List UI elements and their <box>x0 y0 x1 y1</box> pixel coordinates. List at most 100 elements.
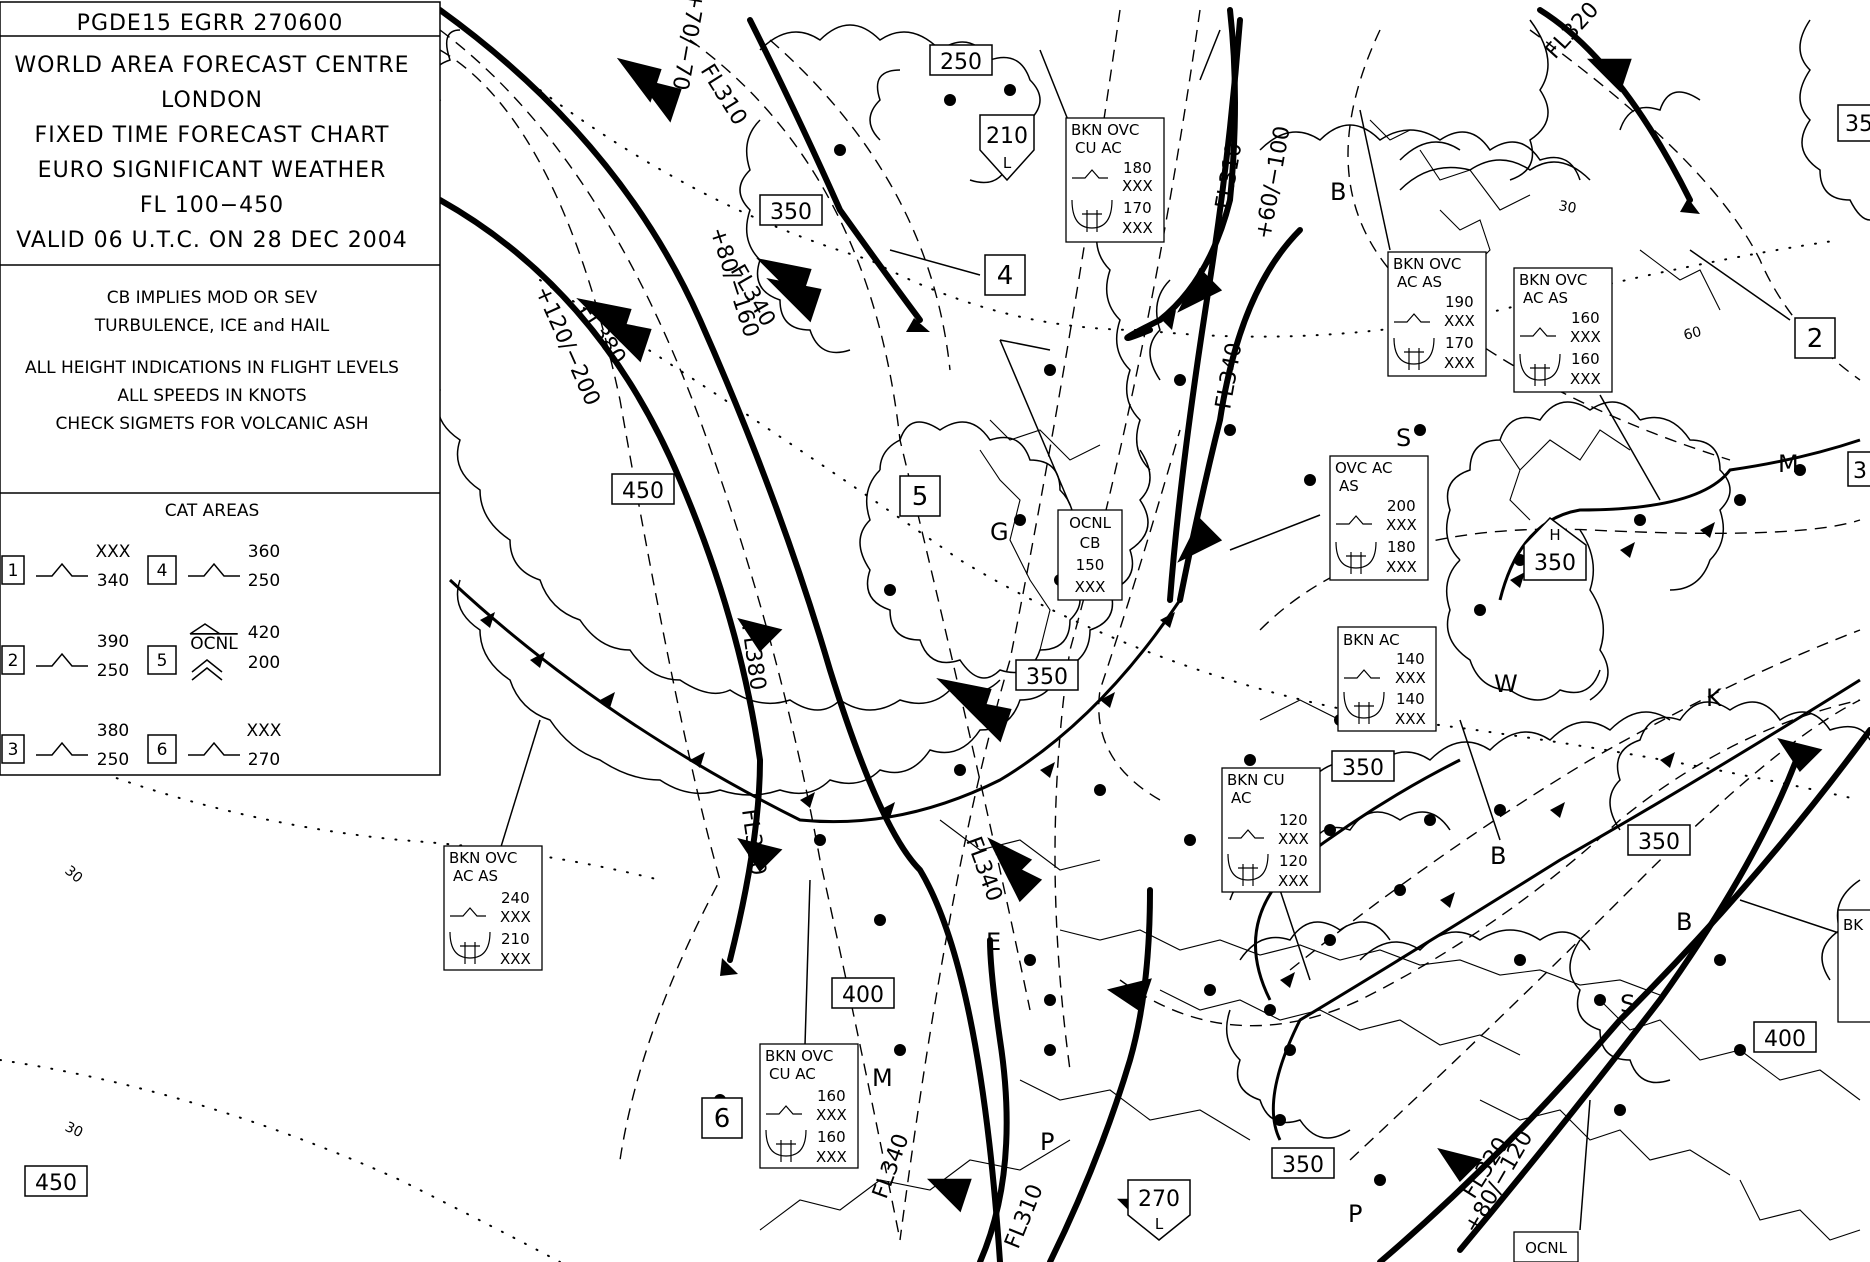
tropopause-box: 250 <box>929 44 993 76</box>
cat-marker: 2 <box>1794 317 1836 359</box>
note-line: ALL SPEEDS IN KNOTS <box>117 386 306 406</box>
svg-text:P: P <box>1348 1200 1362 1228</box>
svg-text:350: 350 <box>770 200 812 225</box>
svg-text:XXX: XXX <box>1122 177 1153 195</box>
cat-entry: 6 XXX 270 <box>147 721 282 770</box>
svg-text:XXX: XXX <box>1386 558 1417 576</box>
cat-entry: 5 OCNL 420 200 <box>147 623 280 681</box>
svg-text:XXX: XXX <box>1570 328 1601 346</box>
svg-text:AC AS: AC AS <box>1397 273 1442 291</box>
turbulence-symbol <box>36 652 88 667</box>
cb-symbol <box>1335 541 1377 574</box>
svg-text:270: 270 <box>248 750 280 770</box>
svg-text:180: 180 <box>1123 159 1152 177</box>
svg-text:390: 390 <box>97 632 129 652</box>
svg-text:BKN OVC: BKN OVC <box>1071 121 1139 139</box>
svg-text:OCNL: OCNL <box>1069 514 1112 532</box>
svg-text:S: S <box>1396 424 1411 452</box>
svg-text:210: 210 <box>501 930 530 948</box>
turbulence-symbol <box>36 741 88 756</box>
cloud-box-partial: BK <box>1837 909 1870 1023</box>
svg-text:BK: BK <box>1843 916 1864 934</box>
svg-text:XXX: XXX <box>1122 219 1153 237</box>
svg-text:B: B <box>1330 178 1346 206</box>
svg-text:340: 340 <box>97 571 129 591</box>
tropopause-box: 350 <box>1627 824 1691 856</box>
svg-text:5: 5 <box>912 482 929 512</box>
callout-arrows <box>499 29 1861 1231</box>
turbulence-symbol <box>36 562 88 577</box>
svg-text:BKN OVC: BKN OVC <box>1519 271 1587 289</box>
svg-text:S: S <box>1620 990 1635 1018</box>
isotach-lines <box>0 89 1861 1262</box>
tropopause-box: 350 <box>1331 750 1395 782</box>
pressure-centres: 210 L H 350 270 L <box>979 114 1587 1241</box>
svg-text:30: 30 <box>1557 198 1577 217</box>
svg-text:XXX: XXX <box>1278 830 1309 848</box>
svg-text:250: 250 <box>940 50 982 75</box>
cloud-box: BKN OVC AC AS 240 XXX 210 XXX <box>443 845 543 971</box>
svg-text:2: 2 <box>8 651 19 671</box>
header-line: LONDON <box>161 88 263 113</box>
svg-text:AC AS: AC AS <box>1523 289 1568 307</box>
area-boundaries <box>439 9 1861 1241</box>
svg-text:120: 120 <box>1279 852 1308 870</box>
svg-text:L: L <box>1155 1215 1164 1233</box>
svg-text:140: 140 <box>1396 690 1425 708</box>
cb-symbol <box>1227 853 1269 886</box>
svg-text:M: M <box>1778 450 1799 478</box>
svg-text:6: 6 <box>714 1104 731 1134</box>
svg-text:W: W <box>1494 670 1518 698</box>
cloud-boxes: BKN OVC CU AC 180 XXX 170 XXX BKN OVC AC… <box>443 117 1870 1262</box>
svg-text:250: 250 <box>97 750 129 770</box>
chart-code: PGDE15 EGRR 270600 <box>77 11 344 36</box>
svg-text:190: 190 <box>1445 293 1474 311</box>
svg-text:360: 360 <box>248 542 280 562</box>
svg-text:CB: CB <box>1080 534 1101 552</box>
svg-text:G: G <box>990 518 1009 546</box>
svg-text:XXX: XXX <box>1395 669 1426 687</box>
svg-text:210: 210 <box>986 124 1028 149</box>
cb-symbol <box>1519 353 1561 386</box>
svg-text:E: E <box>986 928 1001 956</box>
tropopause-box: 350 <box>1015 659 1079 691</box>
cloud-box: OCNL <box>1513 1231 1579 1262</box>
severe-turbulence-symbol <box>191 659 223 681</box>
svg-text:200: 200 <box>248 653 280 673</box>
svg-text:350: 350 <box>1638 830 1680 855</box>
svg-text:150: 150 <box>1076 556 1105 574</box>
svg-text:2: 2 <box>1807 324 1824 354</box>
cat-marker: 4 <box>984 254 1026 296</box>
svg-text:400: 400 <box>842 983 884 1008</box>
svg-text:30: 30 <box>62 1119 85 1141</box>
svg-text:420: 420 <box>248 623 280 643</box>
cat-entry: 4 360 250 <box>147 542 280 591</box>
cloud-box: OVC AC AS 200 XXX 180 XXX <box>1329 455 1429 581</box>
svg-text:AC AS: AC AS <box>453 867 498 885</box>
icing-symbol <box>1344 669 1380 679</box>
svg-text:L: L <box>1003 154 1012 172</box>
svg-text:140: 140 <box>1396 650 1425 668</box>
cb-symbol <box>1343 691 1385 724</box>
cat-marker: 5 <box>899 475 941 517</box>
svg-text:450: 450 <box>622 479 664 504</box>
svg-text:170: 170 <box>1123 199 1152 217</box>
svg-text:6: 6 <box>157 740 168 760</box>
svg-text:XXX: XXX <box>1395 710 1426 728</box>
svg-text:380: 380 <box>97 721 129 741</box>
icing-symbol <box>1520 327 1556 337</box>
svg-text:AS: AS <box>1339 477 1359 495</box>
svg-text:350: 350 <box>1282 1153 1324 1178</box>
tropopause-box: 400 <box>831 977 895 1009</box>
svg-text:60: 60 <box>1682 324 1703 344</box>
header-line: FL 100−450 <box>140 193 284 218</box>
svg-text:250: 250 <box>97 661 129 681</box>
cloud-box: BKN OVC CU AC 180 XXX 170 XXX <box>1065 117 1165 243</box>
svg-text:240: 240 <box>501 889 530 907</box>
svg-text:120: 120 <box>1279 811 1308 829</box>
svg-text:4: 4 <box>997 261 1014 291</box>
high-centre: H 350 <box>1523 517 1587 581</box>
legend-panel: PGDE15 EGRR 270600 WORLD AREA FORECAST C… <box>0 1 441 776</box>
cat-entry: 3 380 250 <box>1 721 129 770</box>
svg-text:160: 160 <box>817 1128 846 1146</box>
